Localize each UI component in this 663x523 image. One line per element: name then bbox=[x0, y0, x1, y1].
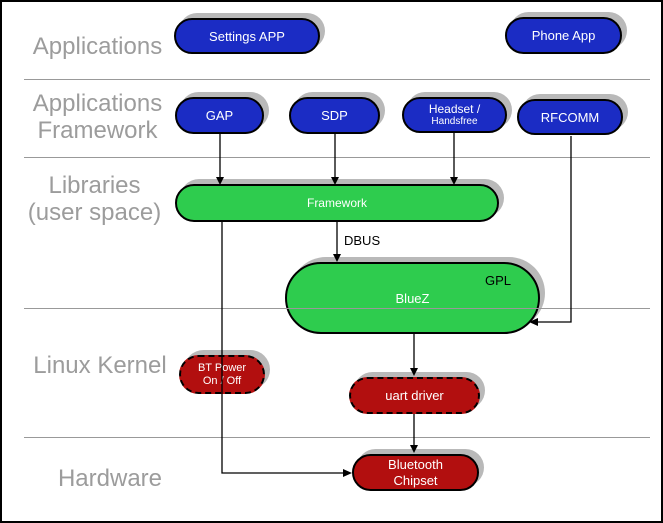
node-uart-driver: uart driver bbox=[349, 377, 480, 414]
layer-label-hardware: Hardware bbox=[57, 465, 163, 492]
layer-label-linux-kernel: Linux Kernel bbox=[33, 352, 167, 379]
node-label: Settings APP bbox=[209, 28, 285, 44]
layer-label-line: Framework bbox=[37, 117, 158, 144]
layer-divider bbox=[24, 437, 650, 438]
layer-label-line: Libraries bbox=[48, 172, 141, 199]
node-sdp: SDP bbox=[289, 97, 380, 134]
layer-label-applications-framework: Applications Framework bbox=[20, 90, 175, 144]
node-label: BT Power bbox=[197, 361, 247, 374]
node-label: SDP bbox=[321, 108, 348, 123]
node-phone-app: Phone App bbox=[505, 17, 622, 54]
layer-divider bbox=[24, 308, 650, 309]
layer-label-applications: Applications bbox=[32, 33, 163, 60]
node-label: uart driver bbox=[385, 388, 444, 403]
node-label: Phone App bbox=[531, 28, 596, 43]
node-gap: GAP bbox=[175, 97, 264, 134]
node-settings-app: Settings APP bbox=[174, 18, 320, 54]
node-label: RFCOMM bbox=[540, 109, 600, 125]
node-bluetooth-chipset: Bluetooth Chipset bbox=[352, 454, 479, 491]
node-headset-handsfree: Headset / Handsfree bbox=[402, 97, 507, 133]
dbus-edge-label: DBUS bbox=[344, 233, 381, 248]
node-label: Handsfree bbox=[431, 115, 478, 127]
layer-label-libraries: Libraries (user space) bbox=[12, 172, 177, 226]
node-framework: Framework bbox=[175, 184, 499, 222]
node-label: Framework bbox=[306, 195, 367, 210]
node-label: On / Off bbox=[202, 374, 242, 387]
layer-label-line: Applications bbox=[32, 90, 163, 117]
layer-divider bbox=[24, 79, 650, 80]
layer-divider bbox=[24, 157, 650, 158]
node-label: Bluetooth bbox=[388, 456, 443, 472]
node-rfcomm: RFCOMM bbox=[517, 99, 623, 135]
bluez-license-annotation: GPL bbox=[485, 273, 512, 288]
layer-label-line: (user space) bbox=[27, 199, 162, 226]
node-label: BlueZ bbox=[395, 290, 430, 306]
node-label: GAP bbox=[205, 108, 234, 123]
node-bt-power: BT Power On / Off bbox=[179, 355, 265, 394]
node-label: Chipset bbox=[393, 472, 438, 488]
node-label: Headset / bbox=[428, 101, 481, 116]
